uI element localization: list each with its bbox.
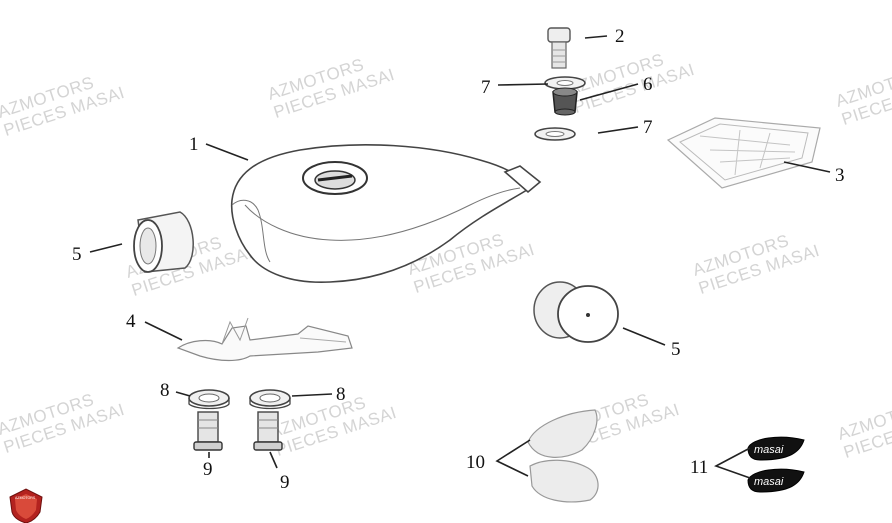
washer-part bbox=[534, 127, 576, 141]
fuel-cap-part bbox=[133, 211, 194, 273]
washer-part bbox=[249, 389, 291, 410]
leader-line bbox=[597, 126, 639, 134]
rubber-damper-part bbox=[552, 87, 578, 116]
leader-line bbox=[497, 83, 549, 86]
decal-part: masai masai bbox=[747, 436, 805, 493]
callout-1: 1 bbox=[189, 134, 199, 155]
callout-11: 11 bbox=[690, 457, 708, 478]
leader-line bbox=[622, 327, 666, 346]
callout-9-right: 9 bbox=[280, 472, 290, 493]
callout-2: 2 bbox=[615, 26, 625, 47]
brand-logo: AZMOTORS bbox=[9, 488, 43, 523]
callout-3: 3 bbox=[835, 165, 845, 186]
logo-text: AZMOTORS bbox=[15, 496, 36, 500]
leader-line bbox=[495, 439, 531, 477]
leader-line bbox=[144, 321, 183, 341]
decal-text: masai bbox=[754, 476, 784, 488]
callout-8-right: 8 bbox=[336, 384, 346, 405]
leader-line bbox=[783, 161, 831, 173]
callout-4: 4 bbox=[126, 311, 136, 332]
bolt-part bbox=[193, 411, 223, 451]
bolt-part bbox=[253, 411, 283, 451]
callout-10: 10 bbox=[466, 452, 485, 473]
fuel-cap-part bbox=[533, 281, 619, 343]
fuel-tank-part bbox=[230, 143, 542, 283]
leader-lines bbox=[89, 35, 831, 479]
leader-line bbox=[269, 451, 278, 469]
leader-line bbox=[291, 393, 333, 397]
leader-line bbox=[584, 35, 608, 39]
tank-pad-part bbox=[666, 117, 821, 189]
leader-line bbox=[714, 447, 751, 479]
leader-line bbox=[89, 243, 123, 253]
callout-5-right: 5 bbox=[671, 339, 681, 360]
leader-line bbox=[579, 83, 639, 101]
washer-part bbox=[544, 76, 586, 90]
fuel-sender-part bbox=[176, 317, 353, 362]
callout-7-bottom: 7 bbox=[643, 117, 653, 138]
bolt-part bbox=[547, 27, 571, 69]
callout-9-left: 9 bbox=[203, 459, 213, 480]
callout-5-left: 5 bbox=[72, 244, 82, 265]
callout-numbers: 1 2 3 4 5 5 6 7 7 8 8 9 9 10 11 bbox=[72, 26, 845, 493]
callout-8-left: 8 bbox=[160, 380, 170, 401]
washer-part bbox=[188, 389, 230, 410]
callout-7-top: 7 bbox=[481, 77, 491, 98]
leader-line bbox=[205, 143, 249, 161]
knee-pad-part bbox=[527, 409, 599, 503]
callout-6: 6 bbox=[643, 74, 653, 95]
leader-line bbox=[175, 391, 191, 397]
decal-text: masai bbox=[754, 444, 784, 456]
